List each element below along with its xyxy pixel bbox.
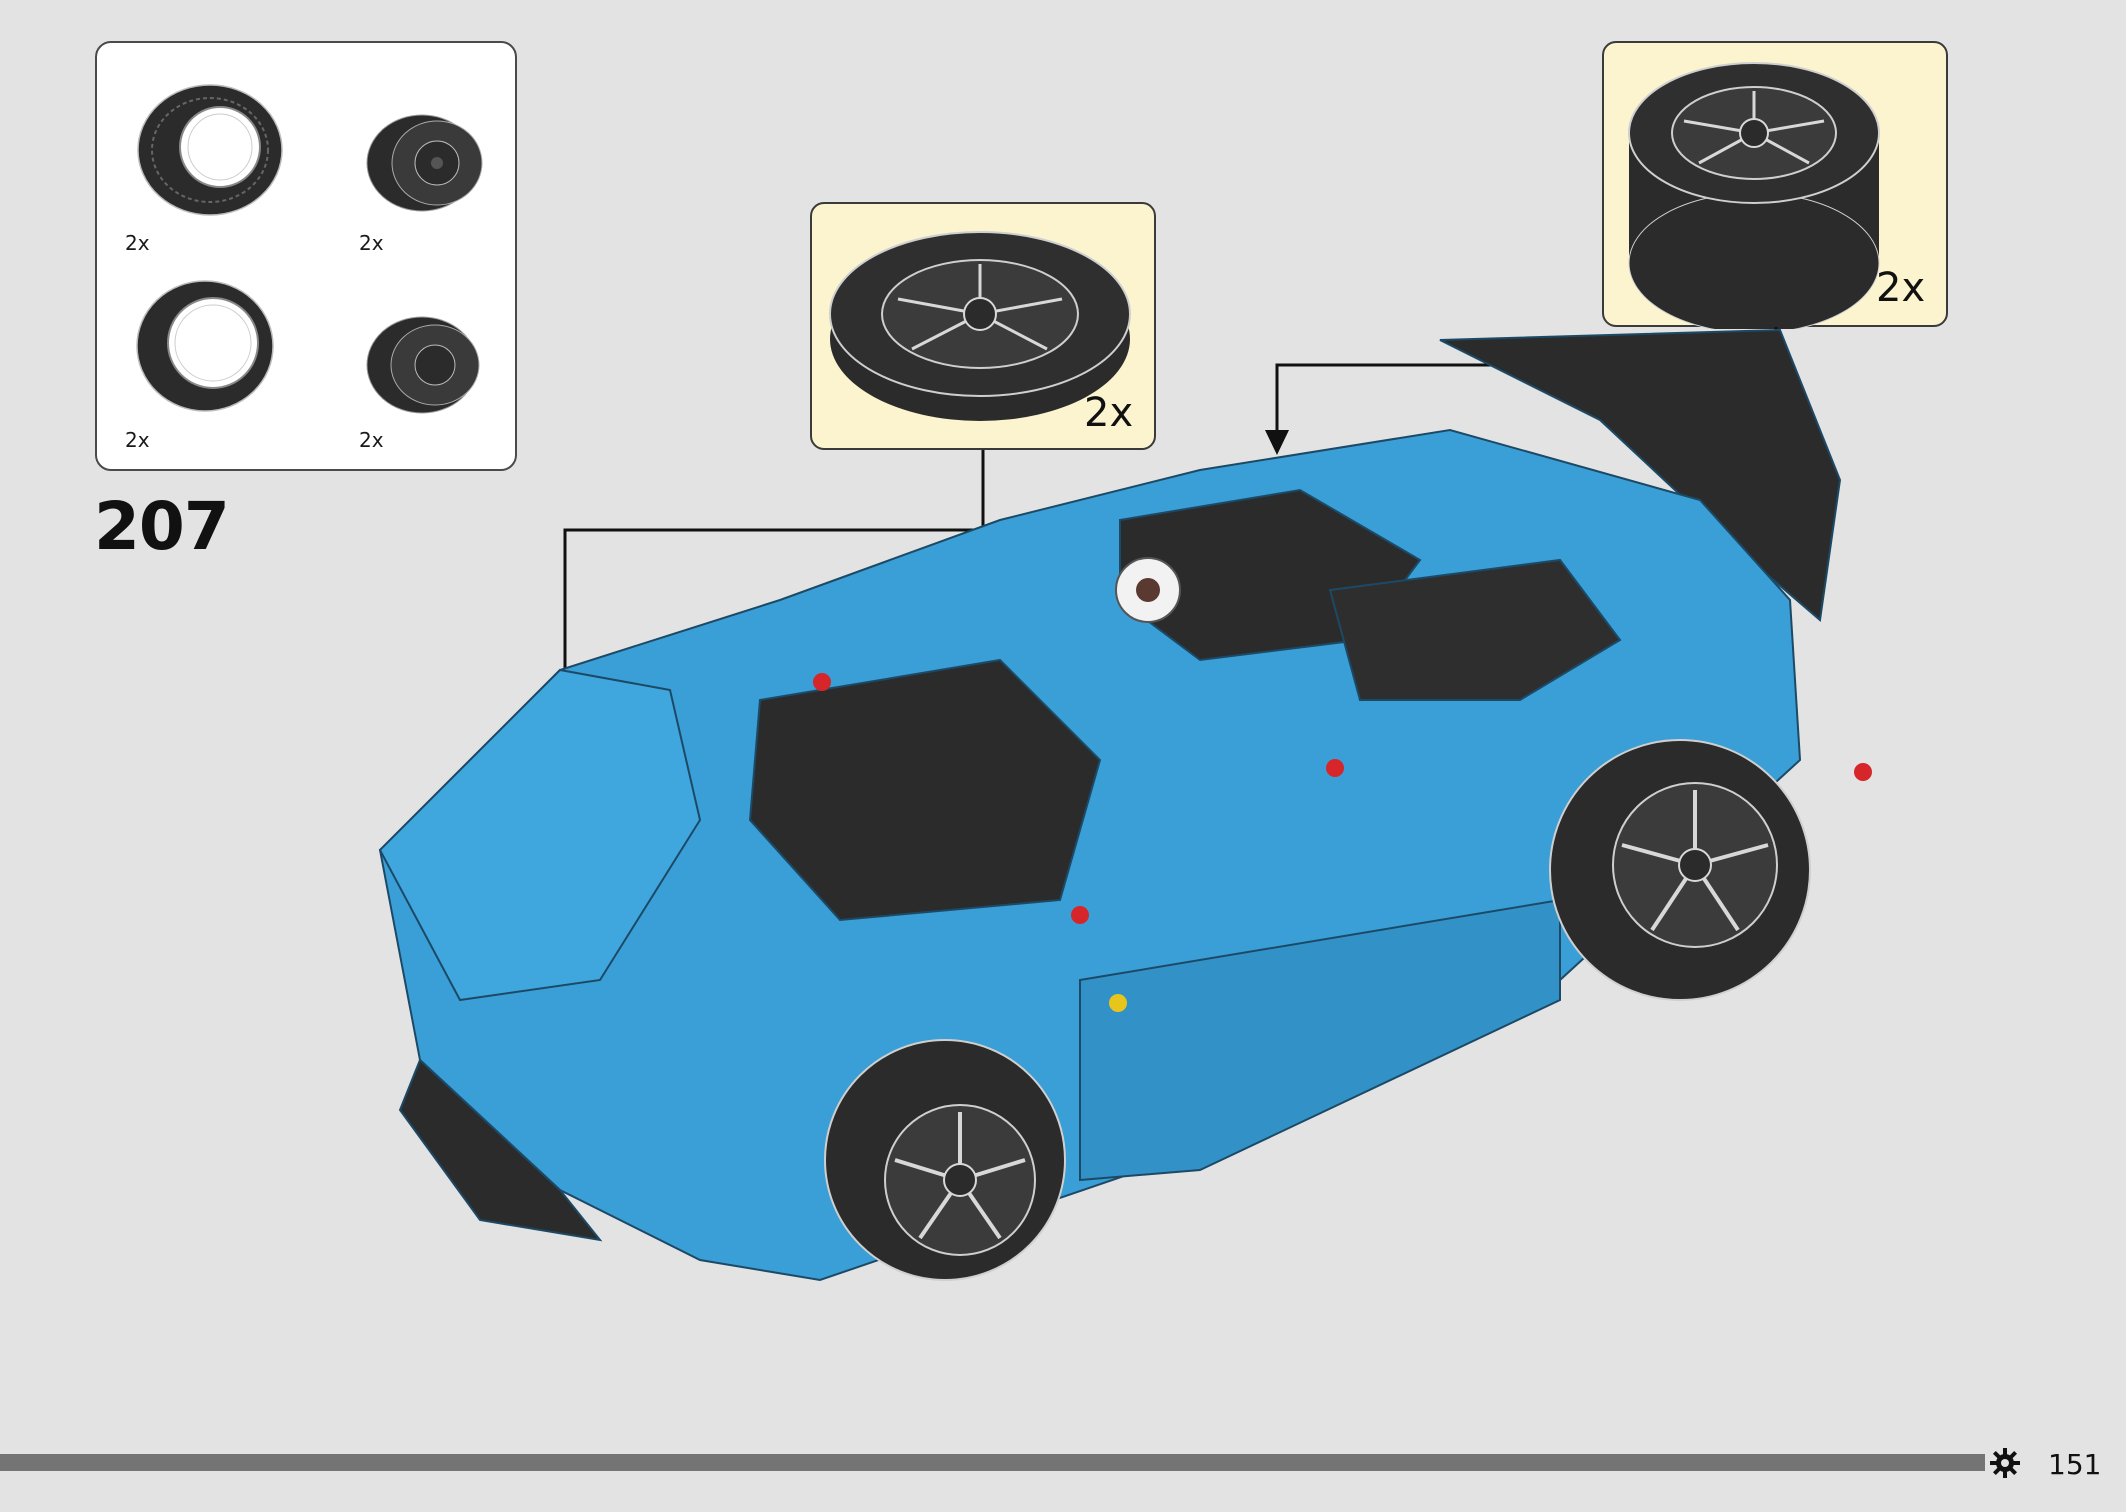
front-wheel-callout: 2x [810,202,1156,450]
tire-narrow-qty: 2x [125,428,150,452]
gear-icon [1988,1446,2022,1480]
rim-large-qty: 2x [359,231,384,255]
tire-wide-part [125,75,295,225]
step-number: 207 [94,488,230,565]
rear-wheel [1549,739,1811,1001]
rim-small-part [357,305,497,425]
rear-wheel-callout: 2x [1602,41,1948,329]
page-number: 151 [2048,1448,2102,1481]
tire-wide-qty: 2x [125,231,150,255]
yellow-pin [1109,994,1127,1012]
tire-narrow-part [125,271,285,421]
parts-list-box: 2x 2x 2x 2x [95,41,517,471]
front-wheel-icon [829,231,1131,421]
footer-bar [0,1454,1985,1471]
rim-small-qty: 2x [359,428,384,452]
front-wheel-qty: 2x [1084,390,1134,436]
rim-large-part [357,98,497,228]
front-wheel [824,1039,1066,1281]
rear-wheel-qty: 2x [1876,265,1926,311]
rear-wheel-icon [1628,62,1880,329]
steering-gear [1115,557,1181,623]
car-body [378,328,1842,1282]
red-pins [813,673,1872,924]
